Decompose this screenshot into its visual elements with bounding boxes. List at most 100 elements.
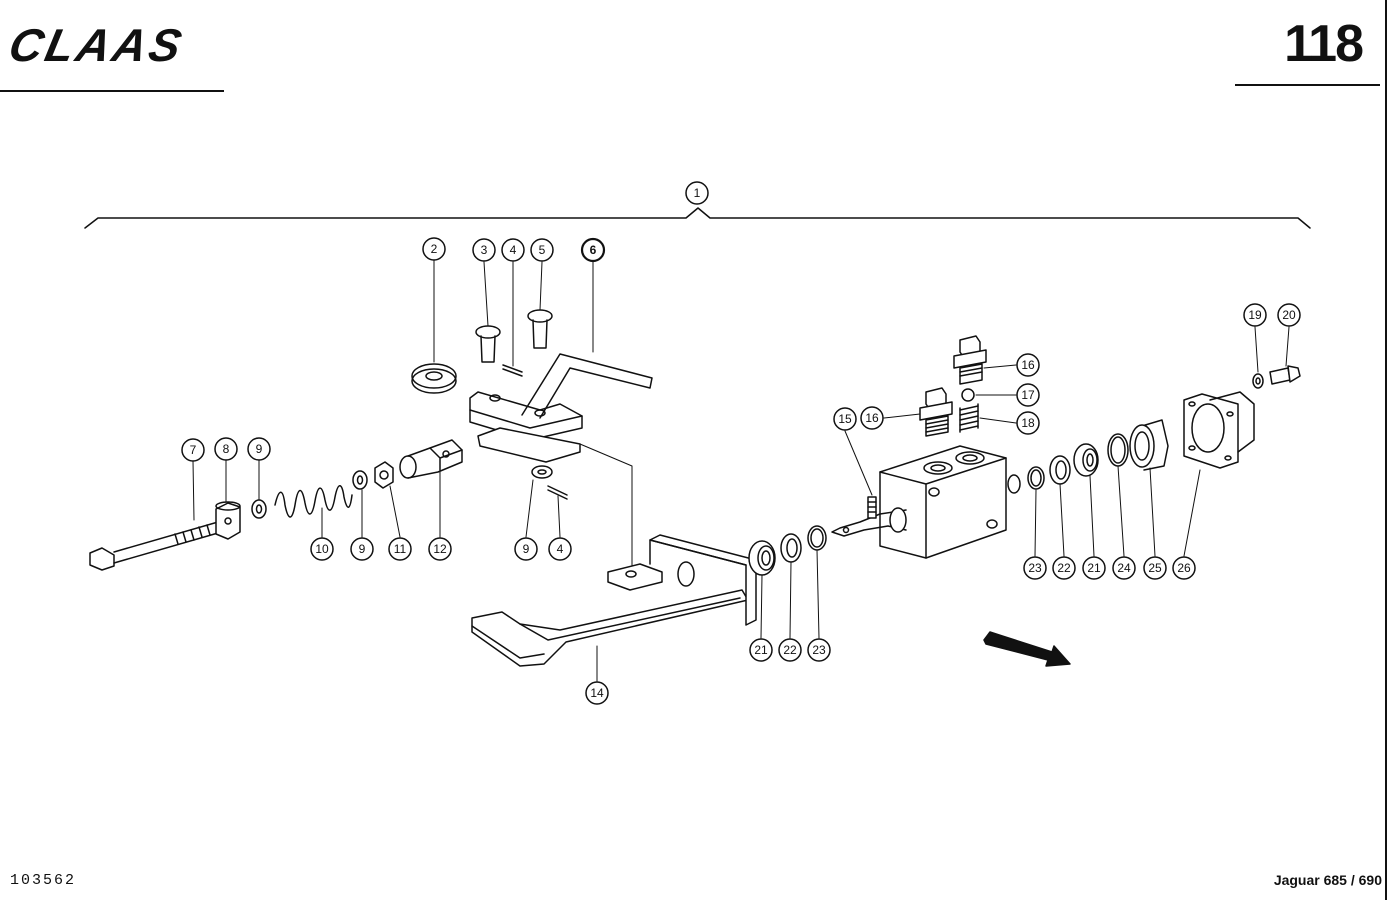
callout-label: 8: [223, 442, 230, 456]
callout: 17: [1016, 383, 1040, 407]
model-name: Jaguar 685 / 690: [1273, 872, 1382, 888]
callout-label: 21: [1087, 561, 1101, 575]
callout: 7: [181, 438, 205, 462]
callout: 18: [1016, 411, 1040, 435]
callout: 10: [310, 537, 334, 561]
callout: 24: [1112, 556, 1136, 580]
callout-label: 11: [394, 542, 407, 556]
leader-lines: [192, 259, 1290, 682]
part-split-pin: [547, 485, 568, 500]
part-washer: [531, 465, 553, 479]
callout-label: 19: [1248, 308, 1262, 322]
part-split-pin: [502, 364, 523, 377]
callout-label: 22: [1057, 561, 1071, 575]
callout: 22: [1052, 556, 1076, 580]
page-number: 118: [1284, 15, 1364, 73]
callout: 16: [1016, 353, 1040, 377]
callout-label: 16: [865, 411, 879, 425]
callout: 1: [685, 181, 709, 205]
part-valve-block: [831, 445, 1021, 559]
document-number: 103562: [10, 872, 77, 889]
callout-label: 9: [359, 542, 366, 556]
callout-label: 5: [539, 243, 546, 257]
callout-label: 12: [433, 542, 447, 556]
part-spring: [274, 485, 353, 518]
callout: 19: [1243, 303, 1267, 327]
part-dowel: [867, 496, 877, 519]
part-nut: [374, 461, 394, 489]
callout-label: 26: [1177, 561, 1191, 575]
part-screw: [1269, 365, 1301, 385]
part-roller: [411, 363, 457, 394]
callout: 4: [548, 537, 572, 561]
callout: 23: [1023, 556, 1047, 580]
part-seal: [1027, 466, 1045, 490]
part-washer: [352, 470, 368, 490]
callout: 2: [422, 237, 446, 261]
callout-label: 21: [754, 643, 768, 657]
part-seal: [1049, 455, 1071, 485]
callout: 6: [580, 237, 606, 263]
callout-label: 9: [523, 542, 530, 556]
part-fitting: [919, 387, 953, 437]
callout: 21: [1082, 556, 1106, 580]
callout-label: 3: [481, 243, 488, 257]
callout: 4: [501, 238, 525, 262]
callout: 9: [350, 537, 374, 561]
callout-label: 2: [431, 242, 438, 256]
part-cover: [1183, 391, 1255, 469]
callout-label: 6: [590, 243, 597, 257]
part-spring: [959, 403, 979, 433]
callout: 15: [833, 407, 857, 431]
part-o-ring: [1107, 433, 1129, 467]
callout: 26: [1172, 556, 1196, 580]
callout: 9: [247, 437, 271, 461]
part-seal: [807, 525, 827, 551]
callout-label: 14: [590, 686, 604, 700]
part-washer: [251, 499, 267, 519]
callout: 20: [1277, 303, 1301, 327]
callout: 25: [1143, 556, 1167, 580]
page-border: [1385, 0, 1387, 900]
brand-underline: [0, 90, 224, 92]
part-lever: [469, 353, 653, 463]
callout-label: 9: [256, 442, 263, 456]
callout-label: 10: [315, 542, 329, 556]
part-seal: [1073, 443, 1099, 477]
part-clevis: [399, 439, 463, 479]
callout: 22: [778, 638, 802, 662]
part-seal: [748, 540, 776, 576]
callout: 11: [388, 537, 412, 561]
callout: 14: [585, 681, 609, 705]
part-bolt: [89, 521, 219, 571]
callout: 23: [807, 638, 831, 662]
callout: 3: [472, 238, 496, 262]
part-o-ring: [961, 388, 975, 402]
page-number-underline: [1235, 84, 1380, 86]
callout-label: 24: [1117, 561, 1131, 575]
callout-label: 25: [1148, 561, 1162, 575]
callout: 8: [214, 437, 238, 461]
callout: 21: [749, 638, 773, 662]
callout: 5: [530, 238, 554, 262]
callout: 12: [428, 537, 452, 561]
part-block: [215, 501, 241, 540]
part-frame: [471, 534, 757, 667]
callout-label: 23: [1028, 561, 1042, 575]
callout-label: 22: [783, 643, 797, 657]
callout-label: 7: [190, 443, 197, 457]
direction-arrow-icon: [983, 631, 1071, 667]
callout: 16: [860, 406, 884, 430]
callout-label: 20: [1282, 308, 1296, 322]
callout: 9: [514, 537, 538, 561]
callout-label: 18: [1021, 416, 1035, 430]
callout-label: 23: [812, 643, 826, 657]
part-fitting: [953, 335, 987, 385]
part-seal: [780, 533, 802, 563]
assembly-brace: [84, 207, 1311, 229]
part-pin: [475, 325, 501, 363]
part-sleeve: [1129, 419, 1169, 471]
part-washer: [1252, 373, 1264, 389]
